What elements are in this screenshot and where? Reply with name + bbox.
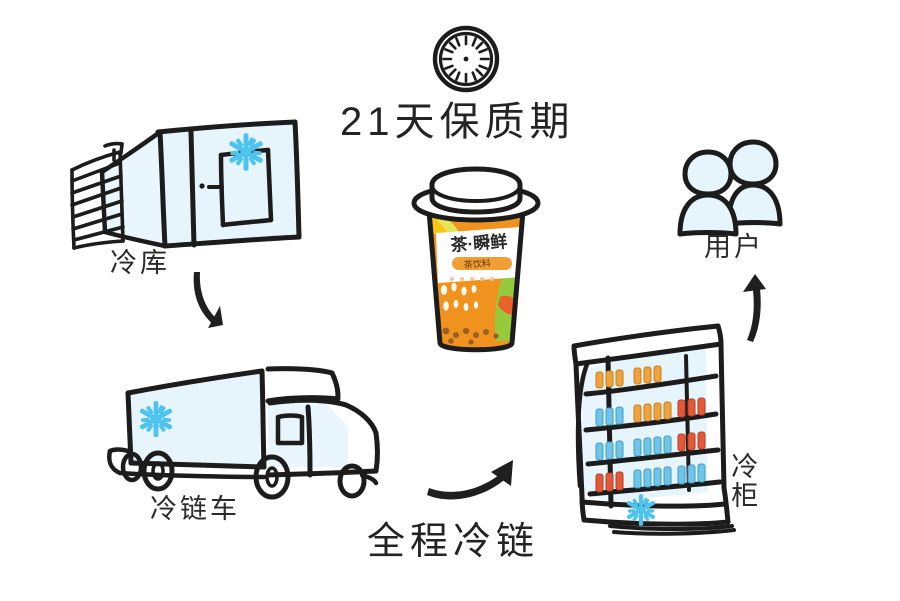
cold-storage-icon (70, 119, 302, 250)
display-cooler-label: 冷柜 (727, 452, 758, 510)
refrigerated-truck-icon (107, 366, 380, 500)
product-label-text: 茶·瞬鲜 (450, 231, 508, 255)
milk-tea-cup-icon: 茶·瞬鲜 茶饮料 (411, 166, 541, 353)
display-cooler-icon (571, 323, 736, 536)
clock-timer-icon (432, 25, 500, 93)
arrow-cooler-to-users (743, 274, 766, 342)
shelf-row-2 (595, 397, 706, 427)
shelf-row-4 (595, 463, 706, 493)
users-label: 用户 (704, 232, 764, 262)
product-sublabel-text: 茶饮料 (463, 257, 491, 270)
page-title: 21天保质期 (340, 100, 575, 144)
shelf-row-1 (595, 365, 662, 389)
arrow-storage-to-truck (193, 272, 223, 328)
cold-truck-label: 冷链车 (150, 494, 240, 524)
two-people-icon (677, 139, 783, 237)
shelf-row-3 (595, 431, 706, 461)
footer-caption: 全程冷链 (367, 521, 540, 563)
cold-storage-label: 冷库 (110, 248, 170, 278)
snowflake-icon (229, 133, 263, 171)
snowflake-icon (626, 494, 656, 526)
snowflake-icon (139, 401, 173, 437)
arrow-truck-to-cooler (427, 460, 513, 500)
